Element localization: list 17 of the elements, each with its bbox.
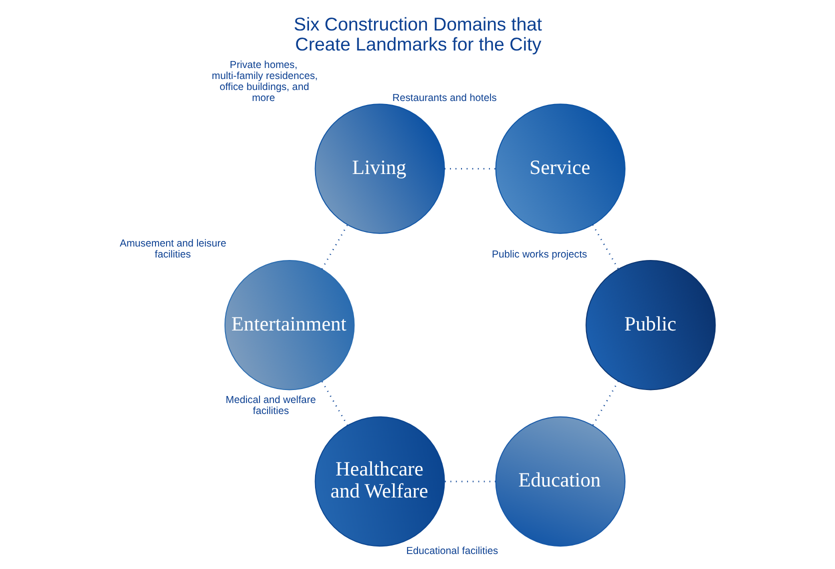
diagram-title: Six Construction Domains that Create Landmarks for the City (294, 13, 542, 55)
connector (321, 224, 348, 270)
connector (592, 380, 619, 426)
node-circle: Living (314, 104, 445, 234)
node-circle: Entertainment (224, 260, 355, 390)
connector (321, 380, 348, 426)
node-circle: Service (495, 104, 626, 234)
node-circle: Education (495, 416, 626, 547)
node-label: Private homes, multi-family residences, office buildings, and more (212, 60, 318, 104)
node-label: Amusement and leisure facilities (120, 238, 226, 261)
node-label: Public works projects (492, 250, 588, 261)
node-label: Restaurants and hotels (392, 93, 497, 104)
node-circle: Healthcare and Welfare (314, 416, 445, 547)
node-label: Medical and welfare facilities (226, 394, 316, 417)
node-circle: Public (586, 260, 716, 390)
connector (592, 224, 619, 270)
node-label: Educational facilities (406, 546, 498, 558)
